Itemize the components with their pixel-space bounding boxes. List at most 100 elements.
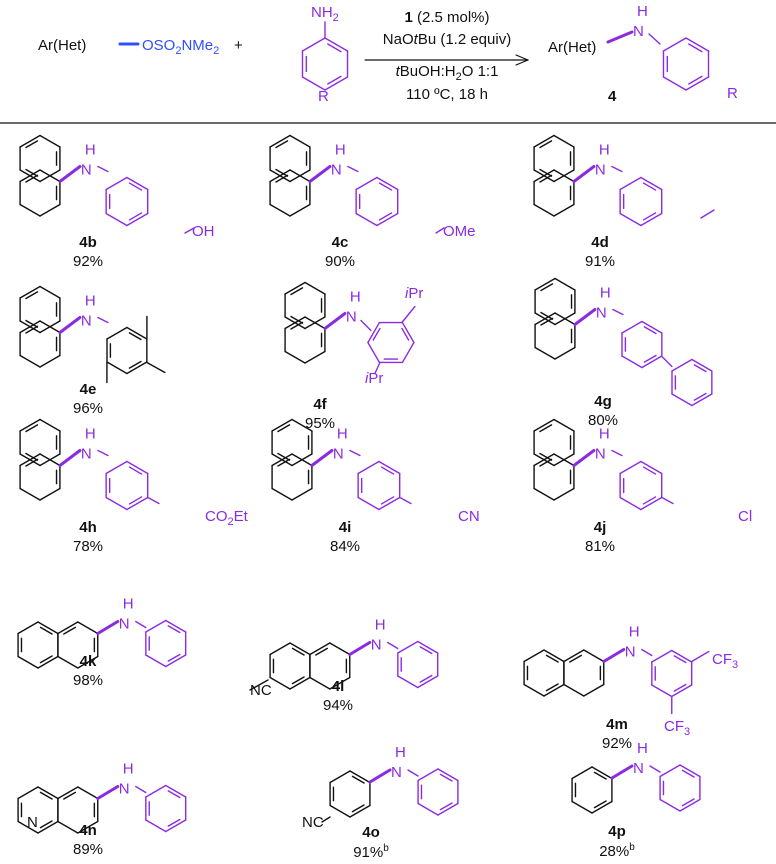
label-4l: 4l [332,678,345,695]
naphthyl-ring [304,281,326,295]
aniline-ring [619,212,642,227]
naphthyl-ring [39,487,61,501]
amine-h-label: H [637,740,648,757]
naphthyl-ring-double [545,654,559,663]
aniline-ring [357,460,380,475]
aniline-ring [397,675,419,689]
aniline-ring-double [673,655,687,664]
naphthyl-ring-double [25,452,39,461]
aniline-ring [671,393,693,407]
benzonitrile-ring [349,770,371,784]
naphthyl-ring [271,487,293,501]
naphthyl-ring-double [290,321,304,330]
naphthyl-ring [309,642,331,656]
nh-aryl-bond [611,449,623,457]
aniline-ring [324,37,349,52]
o-bond [435,227,445,234]
naphthyl-ring [269,203,291,217]
cn-bond [96,785,120,800]
aniline-ring [619,496,642,511]
naphthyl-ring-double [39,626,53,635]
phenyl-ring [571,800,593,814]
amine-h-label: H [599,142,610,159]
label-4i: 4i [339,519,352,536]
naphthyl-ring [269,169,291,183]
condition-solvent: tBuOH:H2O 1:1 [396,63,499,83]
aniline-ring [417,768,439,782]
aniline-ring-double [643,354,657,363]
naphthyl-ring [553,487,575,501]
ipr-bond [401,305,416,324]
naphthyl-ring-double [539,140,553,149]
naphthyl-ring-double [63,791,77,800]
aniline-ring [301,37,326,52]
aniline-ring [671,684,693,698]
substituent-co2et: CO2Et [205,508,249,528]
aniline-ring-double [642,212,657,221]
naphthyl-ring [19,134,41,148]
naphthyl-ring-double [539,458,553,467]
naphthyl-ring [553,169,575,183]
amine-h-label: H [123,761,134,778]
aniline-ring-double [167,790,181,799]
aniline-ring-double [642,496,657,505]
naphthyl-ring [269,134,291,148]
naphthyl-ring [289,203,311,217]
naphthyl-ring [17,655,39,669]
naphthyl-ring-double [25,458,39,467]
aniline-ring [659,798,681,812]
aniline-ring-double [378,182,393,191]
aniline-ring [640,176,663,191]
mesityl-ring [106,361,128,375]
naphthyl-ring [77,786,99,800]
naphthyl-ring [563,683,585,697]
naphthyl-ring [533,134,555,148]
nitrile-bond [321,816,331,823]
naphthyl-ring [17,820,39,834]
naphthyl-ring-double [539,424,553,433]
naphthyl-ring [554,312,576,326]
aniline-ring [397,640,419,654]
naphthyl-ring-double [25,325,39,334]
reaction-header: Ar(Het) OSO2NMe2 + NH2 R 1 (2.5 mol%) Na… [38,3,738,105]
compound-labels: 4b 92% 4c 90% 4d 91% 4e 96% 4f 95% 4g 80… [73,234,635,861]
product-ring-double [688,75,703,85]
substituent-ipr-top: iPr [405,285,423,302]
aniline-ring [105,496,128,511]
amine-n-label: N [346,309,357,326]
naphthyl-ring [291,487,313,501]
naphthyl-ring [77,820,99,834]
naphthyl-ring [57,820,79,834]
aniline-ring [355,212,378,227]
aniline-ring [324,76,349,91]
naphthyl-ring-double [277,424,291,433]
amine-n-label: N [633,760,644,777]
nitrile-bond [249,679,269,691]
cn-bond [58,316,82,334]
naphthyl-ring [19,453,41,467]
naphthyl-ring-double [25,424,39,433]
naphthyl-ring [553,418,575,432]
label-4m: 4m [606,716,628,733]
naphthyl-ring [19,418,41,432]
naphthyl-ring [57,621,79,635]
label-4c: 4c [332,234,349,251]
phenyl-ring [591,766,613,780]
naphthyl-ring [19,285,41,299]
cn-bond [58,449,82,467]
aniline-ring-double [642,466,657,475]
naphthyl-ring [553,453,575,467]
aniline-ring [621,320,643,334]
aniline-ring [437,768,459,782]
nh-aryl-bond [360,319,372,332]
mesityl-ring-double [128,332,142,341]
biaryl-bond [661,355,673,368]
aniline-ring [378,460,401,475]
aniline-ring [165,819,187,833]
label-4n: 4n [79,822,97,839]
cn-bond [310,449,334,467]
nh-aryl-bond [349,449,361,457]
product-ring [662,37,687,52]
product-compound-label: 4 [608,88,617,105]
naphthyl-ring-double [290,287,304,296]
